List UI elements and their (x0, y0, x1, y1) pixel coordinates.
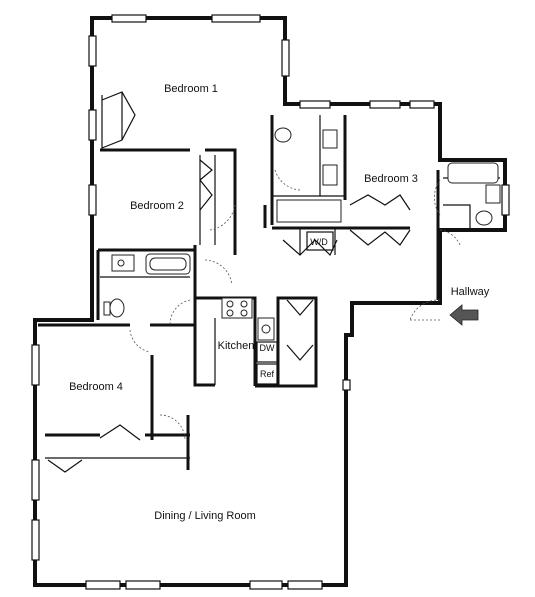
interior-walls (38, 95, 500, 470)
washer-dryer-label: W/D (310, 237, 328, 247)
entry-arrow-icon (449, 304, 479, 326)
room-label-bedroom2: Bedroom 2 (130, 200, 184, 212)
room-label-bedroom4: Bedroom 4 (69, 381, 123, 393)
refrigerator-label: Ref (259, 369, 275, 379)
room-label-kitchen: Kitchen (217, 340, 255, 352)
room-label-hallway: Hallway (450, 286, 490, 298)
room-label-bedroom3: Bedroom 3 (364, 173, 418, 185)
room-label-dining-living: Dining / Living Room (154, 510, 256, 522)
bath-fixtures (103, 127, 501, 318)
kitchen-fixtures (221, 231, 334, 385)
door-swings (129, 169, 461, 441)
windows (31, 14, 510, 590)
dishwasher-label: DW (259, 343, 275, 353)
room-label-bedroom1: Bedroom 1 (164, 83, 218, 95)
